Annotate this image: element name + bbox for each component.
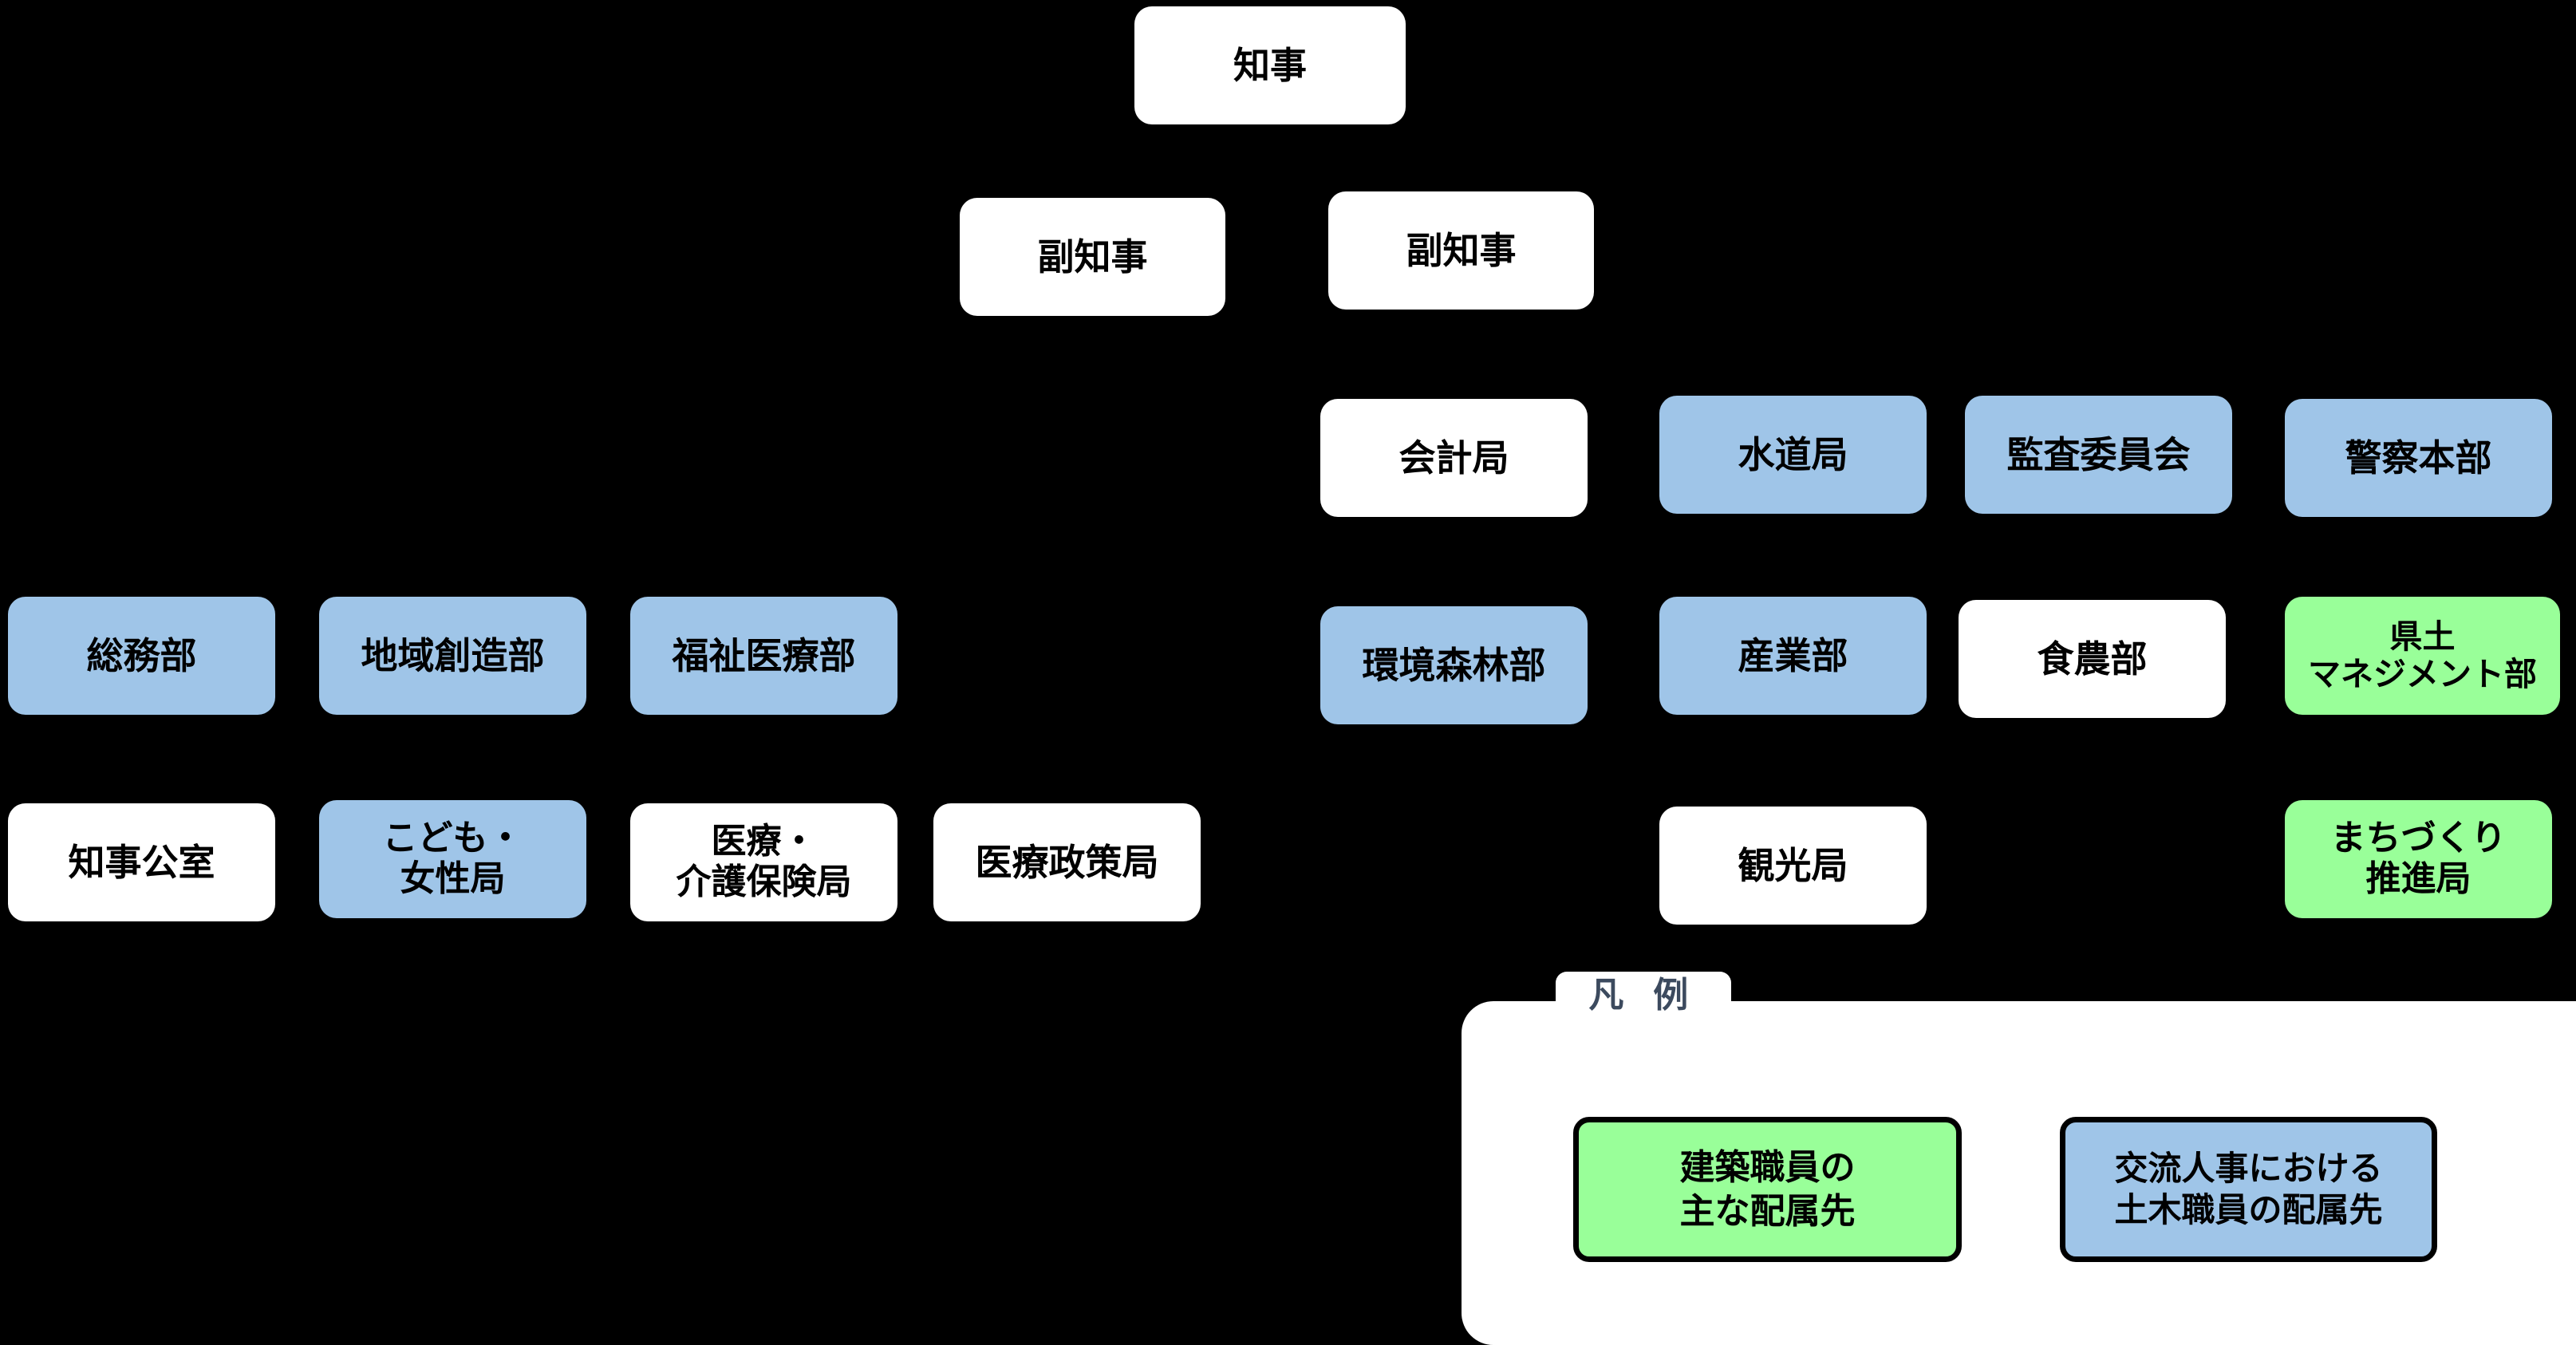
legend-item-legend-green: 建築職員の 主な配属先 — [1573, 1117, 1962, 1262]
org-node-governor[interactable]: 知事 — [1134, 6, 1406, 124]
org-node-general-affairs-dept[interactable]: 総務部 — [8, 597, 275, 715]
org-node-food-agriculture-dept[interactable]: 食農部 — [1959, 600, 2226, 718]
org-node-prefectural-land-mgmt-dept[interactable]: 県土 マネジメント部 — [2285, 597, 2560, 715]
org-node-accounting-bureau[interactable]: 会計局 — [1320, 399, 1588, 517]
org-node-children-women-bureau[interactable]: こども・ 女性局 — [319, 800, 586, 918]
org-node-tourism-bureau[interactable]: 観光局 — [1659, 807, 1927, 925]
org-node-waterworks-bureau[interactable]: 水道局 — [1659, 396, 1927, 514]
legend-tab-label: 凡 例 — [1556, 972, 1731, 1015]
legend-item-legend-blue: 交流人事における 土木職員の配属先 — [2060, 1117, 2437, 1262]
org-node-welfare-medical-dept[interactable]: 福祉医療部 — [630, 597, 897, 715]
org-node-vice-governor-1[interactable]: 副知事 — [960, 198, 1225, 316]
org-node-audit-committee[interactable]: 監査委員会 — [1965, 396, 2232, 514]
org-node-regional-creation-dept[interactable]: 地域創造部 — [319, 597, 586, 715]
org-node-industry-dept[interactable]: 産業部 — [1659, 597, 1927, 715]
org-node-police-headquarters[interactable]: 警察本部 — [2285, 399, 2552, 517]
org-node-vice-governor-2[interactable]: 副知事 — [1328, 191, 1594, 310]
org-node-environment-forest-dept[interactable]: 環境森林部 — [1320, 606, 1588, 724]
org-node-medical-policy-bureau[interactable]: 医療政策局 — [933, 803, 1201, 921]
org-node-governors-office[interactable]: 知事公室 — [8, 803, 275, 921]
org-node-medical-care-insurance-bureau[interactable]: 医療・ 介護保険局 — [630, 803, 897, 921]
org-node-town-development-bureau[interactable]: まちづくり 推進局 — [2285, 800, 2552, 918]
